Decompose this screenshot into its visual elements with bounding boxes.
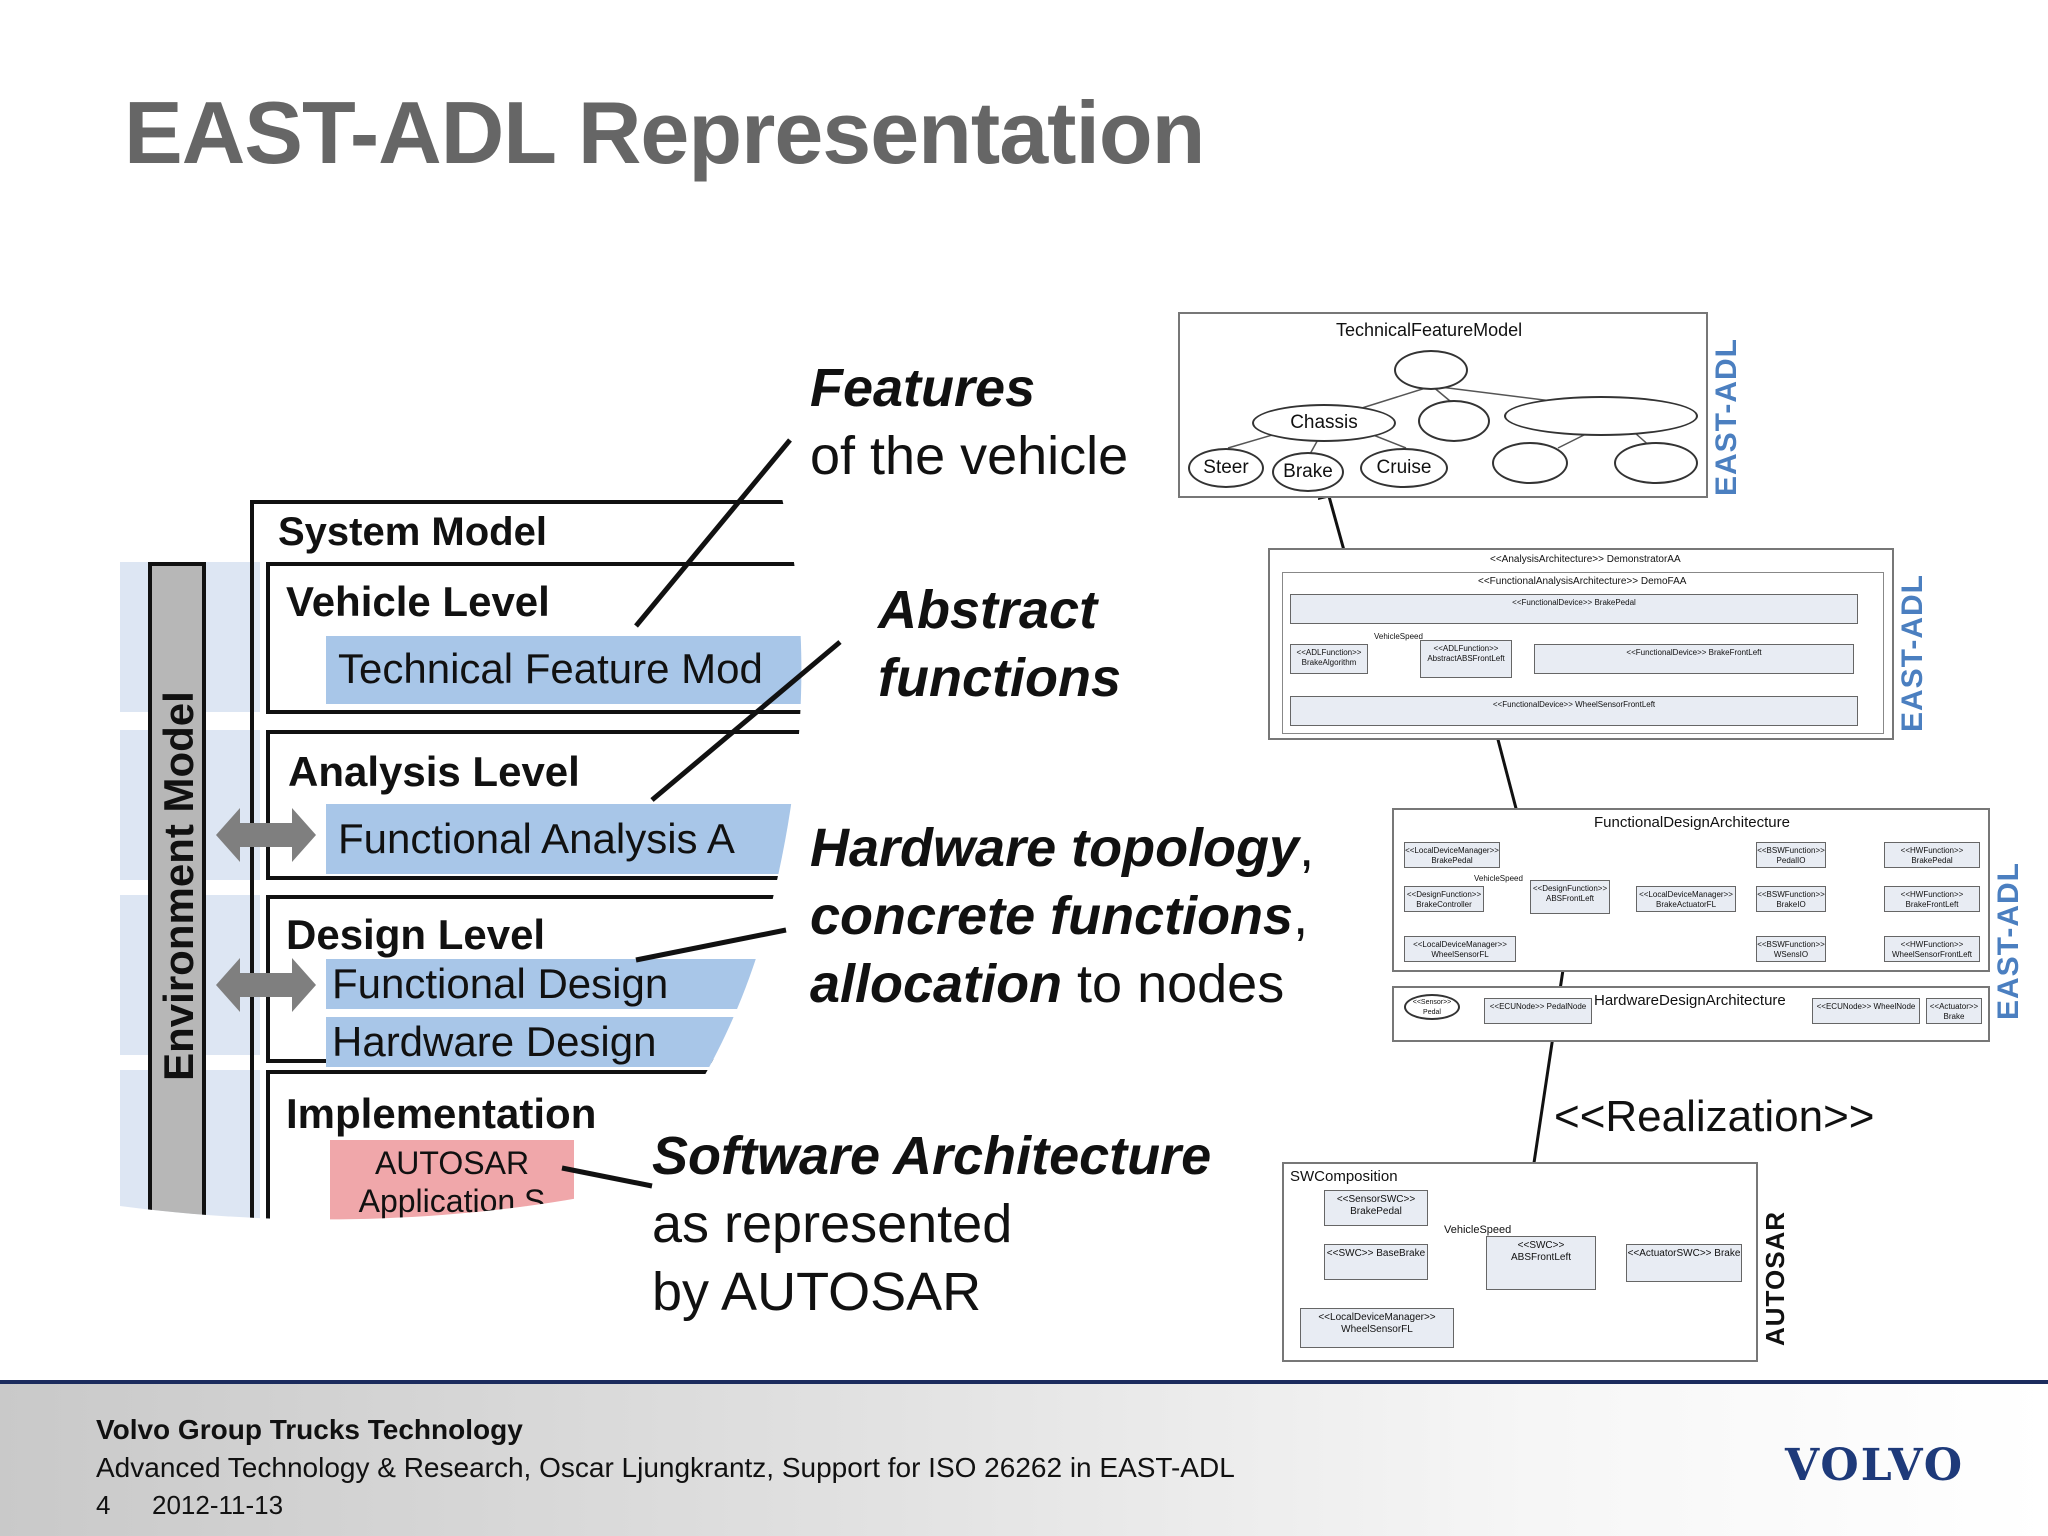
design-block-wsens-io: <<BSWFunction>> WSensIO xyxy=(1756,936,1826,962)
functional-design-architecture: Functional Design xyxy=(326,959,810,1009)
tfm-title: TechnicalFeatureModel xyxy=(1336,320,1523,340)
swc-title: SWComposition xyxy=(1290,1168,1398,1185)
design-env-double-arrow-icon xyxy=(216,958,316,1012)
design-level-title: Design Level xyxy=(286,911,546,958)
design-block-hw-brake-front-left: <<HWFunction>> BrakeFrontLeft xyxy=(1884,886,1980,912)
swc-block-base-brake: <<SWC>> BaseBrake xyxy=(1324,1244,1428,1280)
analysis-block-brake-algorithm: <<ADLFunction>> BrakeAlgorithm xyxy=(1290,644,1368,674)
sw-bold: Software Architecture xyxy=(652,1126,1212,1186)
footer-date: 2012-11-13 xyxy=(152,1490,284,1520)
features-annotation: Features of the vehicle xyxy=(810,354,1128,490)
analysis-architecture-panel: <<AnalysisArchitecture>> DemonstratorAA … xyxy=(1268,548,1894,740)
vehicle-level: Vehicle Level Technical Feature Mod xyxy=(266,562,810,714)
analysis-block-brake-front-left: <<FunctionalDevice>> BrakeFrontLeft xyxy=(1534,644,1854,674)
hardware-design-panel: HardwareDesignArchitecture <<Sensor>> Pe… xyxy=(1392,986,1990,1042)
footer-subtitle: Advanced Technology & Research, Oscar Lj… xyxy=(96,1452,1235,1483)
volvo-logo: VOLVO xyxy=(1785,1440,1965,1491)
features-bold: Features xyxy=(810,358,1036,418)
hw-bold1: Hardware topology xyxy=(810,818,1300,878)
footer xyxy=(0,1380,2048,1536)
tfm-node-chassis: Chassis xyxy=(1252,404,1396,442)
design-block-hw-wheel-sensor: <<HWFunction>> WheelSensorFrontLeft xyxy=(1884,936,1980,962)
tfm-east-adl-brand: EAST-ADL xyxy=(1710,338,1743,496)
tfm-node-unlabeled-2 xyxy=(1504,396,1698,436)
tfm-node-cruise: Cruise xyxy=(1360,448,1448,488)
design-block-pedal-io: <<BSWFunction>> PedalIO xyxy=(1756,842,1826,868)
functional-design-panel: FunctionalDesignArchitecture <<LocalDevi… xyxy=(1392,808,1990,972)
analysis-level-title: Analysis Level xyxy=(288,748,580,795)
environment-model-bar xyxy=(148,562,206,1222)
analysis-inner-frame xyxy=(1282,572,1884,734)
sw-line3: by AUTOSAR xyxy=(652,1262,982,1322)
design-block-ldm-brake-pedal: <<LocalDeviceManager>> BrakePedal xyxy=(1404,842,1500,868)
swc-block-sensor-brake-pedal: <<SensorSWC>> BrakePedal xyxy=(1324,1190,1428,1226)
swc-block-abs-front-left: <<SWC>> ABSFrontLeft xyxy=(1486,1236,1596,1290)
autosar-label: AUTOSAR xyxy=(374,1145,530,1181)
design-block-wheel-sensor-fl: <<LocalDeviceManager>> WheelSensorFL xyxy=(1404,936,1516,962)
analysis-east-adl-brand: EAST-ADL xyxy=(1896,574,1929,732)
technical-feature-model-panel: TechnicalFeatureModel Chassis Steer Brak… xyxy=(1178,312,1708,498)
hw-node-brake-actuator: <<Actuator>> Brake xyxy=(1926,998,1982,1024)
design-block-brake-actuator: <<LocalDeviceManager>> BrakeActuatorFL xyxy=(1636,886,1736,912)
analysis-block-brake-pedal: <<FunctionalDevice>> BrakePedal xyxy=(1290,594,1858,624)
hw-design-title: HardwareDesignArchitecture xyxy=(1594,992,1786,1009)
analysis-env-double-arrow-icon xyxy=(216,808,316,862)
swc-signal-label: VehicleSpeed xyxy=(1444,1224,1512,1236)
hw-rest3: to nodes xyxy=(1062,954,1285,1014)
footer-divider xyxy=(0,1380,2048,1384)
design-east-adl-brand: EAST-ADL xyxy=(1992,862,2025,1020)
analysis-signal-label: VehicleSpeed xyxy=(1374,632,1423,641)
design-signal-label: VehicleSpeed xyxy=(1474,874,1523,883)
hw-node-pedal-node: <<ECUNode>> PedalNode xyxy=(1484,998,1592,1024)
analysis-inner-title: <<FunctionalAnalysisArchitecture>> DemoF… xyxy=(1478,576,1687,587)
vehicle-level-title: Vehicle Level xyxy=(286,578,550,625)
functional-analysis-architecture: Functional Analysis A xyxy=(326,804,810,874)
sw-composition-panel: SWComposition <<SensorSWC>> BrakePedal <… xyxy=(1282,1162,1758,1362)
hardware-topology-annotation: Hardware topology, concrete functions, a… xyxy=(810,818,1315,1014)
analysis-outer-title: <<AnalysisArchitecture>> DemonstratorAA xyxy=(1490,554,1681,565)
tfm-node-unlabeled-4 xyxy=(1614,442,1698,484)
design-title: FunctionalDesignArchitecture xyxy=(1594,814,1790,831)
software-architecture-annotation: Software Architecture as represented by … xyxy=(652,1122,1211,1326)
abstract-line2: functions xyxy=(878,648,1121,708)
abstract-functions-annotation: Abstract functions xyxy=(878,576,1121,712)
abstract-line1: Abstract xyxy=(878,580,1098,640)
footer-page-number: 4 xyxy=(96,1490,111,1520)
technical-feature-model: Technical Feature Mod xyxy=(326,636,810,704)
swc-autosar-brand: AUTOSAR xyxy=(1760,1210,1790,1346)
design-block-hw-brake-pedal: <<HWFunction>> BrakePedal xyxy=(1884,842,1980,868)
tfm-node-steer: Steer xyxy=(1188,448,1264,488)
hw-node-wheel-node: <<ECUNode>> WheelNode xyxy=(1812,998,1920,1024)
hw-node-pedal: <<Sensor>> Pedal xyxy=(1404,994,1460,1020)
hw-bold3: allocation xyxy=(810,954,1063,1014)
design-block-abs-front-left: <<DesignFunction>> ABSFrontLeft xyxy=(1530,880,1610,914)
analysis-block-wheel-sensor: <<FunctionalDevice>> WheelSensorFrontLef… xyxy=(1290,696,1858,726)
analysis-block-abstract-abs: <<ADLFunction>> AbstractABSFrontLeft xyxy=(1420,640,1512,678)
sw-line2: as represented xyxy=(652,1194,1013,1254)
slide-title: EAST-ADL Representation xyxy=(124,83,1205,182)
realization-label: <<Realization>> xyxy=(1554,1092,1875,1141)
footer-org: Volvo Group Trucks Technology xyxy=(96,1414,523,1445)
tfm-node-unlabeled-3 xyxy=(1492,442,1568,484)
system-model-label: System Model xyxy=(278,510,547,554)
swc-block-actuator-brake: <<ActuatorSWC>> Brake xyxy=(1626,1244,1742,1282)
design-block-brake-controller: <<DesignFunction>> BrakeController xyxy=(1404,886,1484,912)
swc-block-wheel-sensor-fl: <<LocalDeviceManager>> WheelSensorFL xyxy=(1300,1308,1454,1348)
hw-bold2: concrete functions xyxy=(810,886,1294,946)
features-rest: of the vehicle xyxy=(810,426,1129,486)
design-block-brake-io: <<BSWFunction>> BrakeIO xyxy=(1756,886,1826,912)
analysis-level: Analysis Level Functional Analysis A xyxy=(266,730,810,880)
tfm-node-brake: Brake xyxy=(1272,452,1344,492)
tfm-root-node xyxy=(1394,350,1468,390)
tfm-node-unlabeled-1 xyxy=(1418,400,1490,442)
system-model-frame xyxy=(250,500,810,1230)
implementation-level-title: Implementation xyxy=(286,1090,597,1137)
